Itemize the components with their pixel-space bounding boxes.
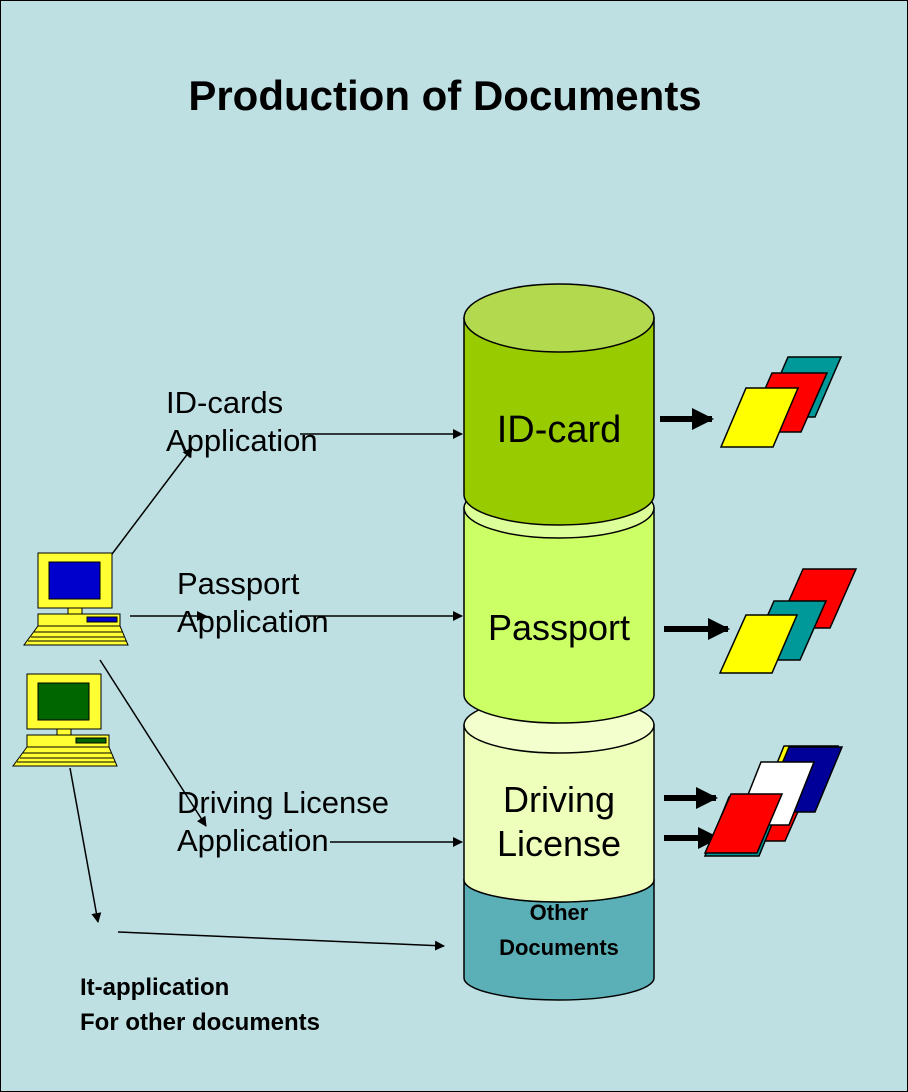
it-application-line2: For other documents <box>80 1009 321 1036</box>
arrow-it-app-to-db <box>117 931 445 951</box>
driving-license-application-label: Driving License Application <box>177 784 389 860</box>
passport-db-label: Passport <box>488 607 630 648</box>
id-cards-application-line1: ID-cards <box>166 385 284 420</box>
id-cards-application-label: ID-cards Application <box>166 384 318 460</box>
it-application-label: It-application For other documents <box>80 970 320 1040</box>
document-stack-icon <box>703 746 844 854</box>
id-cards-application-line2: Application <box>166 423 318 458</box>
id-card-database <box>463 283 655 526</box>
connector-arrows <box>69 429 463 951</box>
arrow-computer-to-it-app <box>69 767 102 923</box>
document-stack-icon <box>718 568 858 674</box>
arrow-computer-to-id-cards <box>105 447 193 563</box>
other-db-label-line1: Other <box>530 900 589 925</box>
computer-icon <box>12 673 118 767</box>
driving-license-application-line2: Application <box>177 823 329 858</box>
arrow-computer-to-driving <box>99 659 207 827</box>
other-db-label-line2: Documents <box>499 935 619 960</box>
driving-db-label-line1: Driving <box>503 779 615 820</box>
driving-db-label-line2: License <box>497 823 621 864</box>
document-stack-icon <box>719 356 843 448</box>
passport-application-line2: Application <box>177 604 329 639</box>
it-application-line1: It-application <box>80 974 230 1001</box>
passport-application-label: Passport Application <box>177 565 329 641</box>
page-title: Production of Documents <box>188 72 702 119</box>
driving-license-application-line1: Driving License <box>177 785 389 820</box>
passport-application-line1: Passport <box>177 566 300 601</box>
output-arrows <box>660 408 730 849</box>
computer-icon <box>23 552 129 646</box>
id-card-db-label: ID-card <box>497 409 622 451</box>
